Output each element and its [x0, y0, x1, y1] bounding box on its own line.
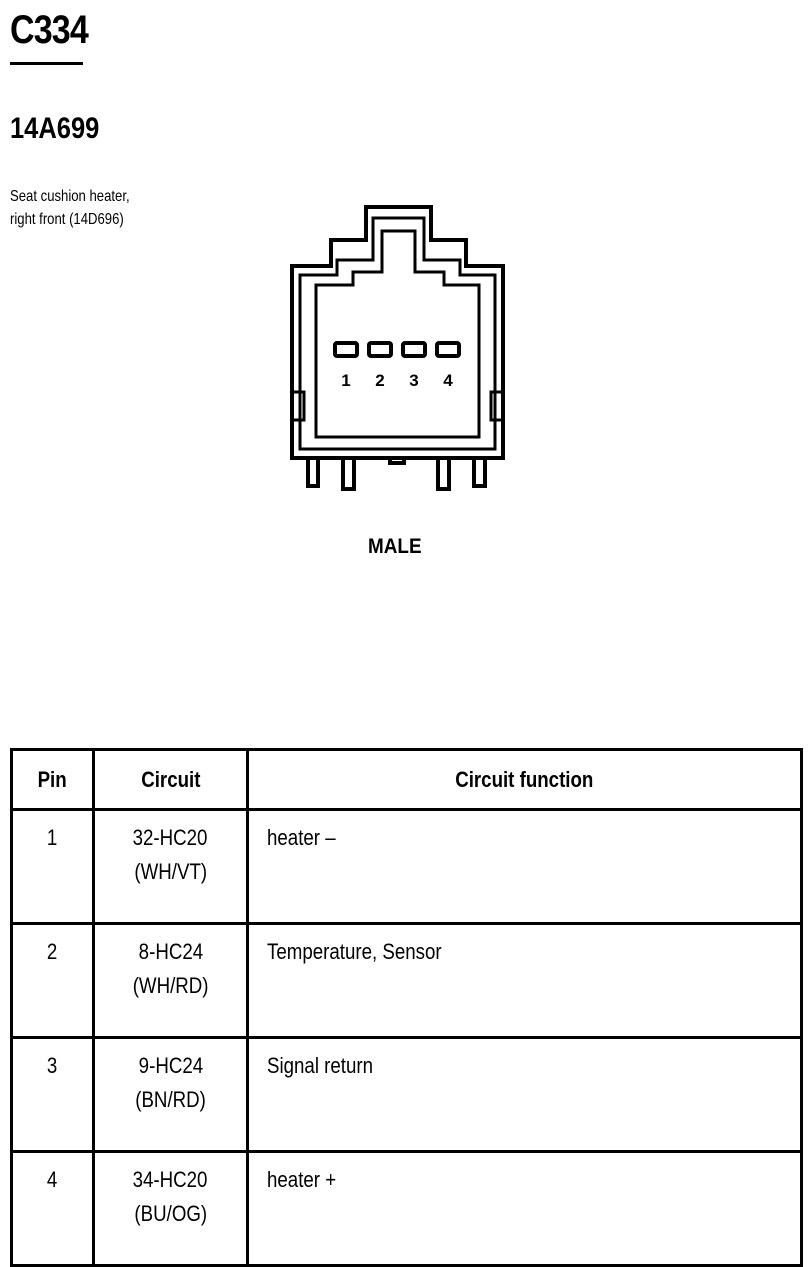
circuit-number: 9-HC24	[138, 1053, 203, 1078]
right-detent	[489, 390, 505, 422]
header-pin: Pin	[10, 748, 95, 811]
circuit-cell: 32-HC20 (WH/VT)	[92, 808, 249, 925]
housing-outline	[290, 205, 505, 460]
wire-color: (BU/OG)	[134, 1201, 207, 1226]
description: Seat cushion heater, right front (14D696…	[10, 185, 130, 231]
table-row: 2 8-HC24 (WH/RD) Temperature, Sensor	[10, 922, 803, 1039]
terminal-1	[333, 341, 359, 358]
post-1	[306, 458, 320, 488]
pinout-table: Pin Circuit Circuit function 1 32-HC20 (…	[10, 748, 803, 1267]
table-row: 1 32-HC20 (WH/VT) heater –	[10, 808, 803, 925]
pin-cell: 3	[10, 1036, 95, 1153]
table-row: 4 34-HC20 (BU/OG) heater +	[10, 1150, 803, 1267]
circuit-cell: 9-HC24 (BN/RD)	[92, 1036, 249, 1153]
gender-label: MALE	[368, 535, 422, 558]
pin-label-1: 1	[341, 371, 350, 390]
description-line-2: right front (14D696)	[10, 211, 124, 228]
pin-label-2: 2	[375, 371, 384, 390]
circuit-number: 8-HC24	[138, 939, 203, 964]
function-cell: heater –	[246, 808, 803, 925]
housing-inner-wall	[298, 216, 497, 451]
pin-label-3: 3	[409, 371, 418, 390]
circuit-cell: 34-HC20 (BU/OG)	[92, 1150, 249, 1267]
pin-cell: 2	[10, 922, 95, 1039]
function-cell: Temperature, Sensor	[246, 922, 803, 1039]
terminal-3	[401, 341, 427, 358]
part-number: 14A699	[10, 112, 100, 145]
circuit-cell: 8-HC24 (WH/RD)	[92, 922, 249, 1039]
header-circuit: Circuit	[92, 748, 249, 811]
post-4	[436, 458, 451, 491]
function-cell: heater +	[246, 1150, 803, 1267]
connector-face-diagram: 1 2 3 4	[290, 205, 505, 491]
pin-cell: 4	[10, 1150, 95, 1267]
pin-cell: 1	[10, 808, 95, 925]
wire-color: (WH/VT)	[134, 859, 207, 884]
circuit-number: 34-HC20	[133, 1167, 208, 1192]
pin-label-4: 4	[443, 371, 453, 390]
post-3	[388, 458, 406, 465]
description-line-1: Seat cushion heater,	[10, 188, 130, 205]
post-2	[341, 458, 356, 491]
terminal-2	[367, 341, 393, 358]
terminal-4	[435, 341, 461, 358]
pin-cavity	[314, 229, 481, 439]
table-header-row: Pin Circuit Circuit function	[10, 748, 803, 811]
function-cell: Signal return	[246, 1036, 803, 1153]
connector-id-underline	[10, 62, 83, 65]
header-function: Circuit function	[246, 748, 803, 811]
wire-color: (WH/RD)	[132, 973, 209, 998]
left-detent	[290, 390, 306, 422]
table-row: 3 9-HC24 (BN/RD) Signal return	[10, 1036, 803, 1153]
connector-id: C334	[10, 8, 89, 52]
post-5	[472, 458, 487, 488]
circuit-number: 32-HC20	[133, 825, 208, 850]
wire-color: (BN/RD)	[135, 1087, 206, 1112]
